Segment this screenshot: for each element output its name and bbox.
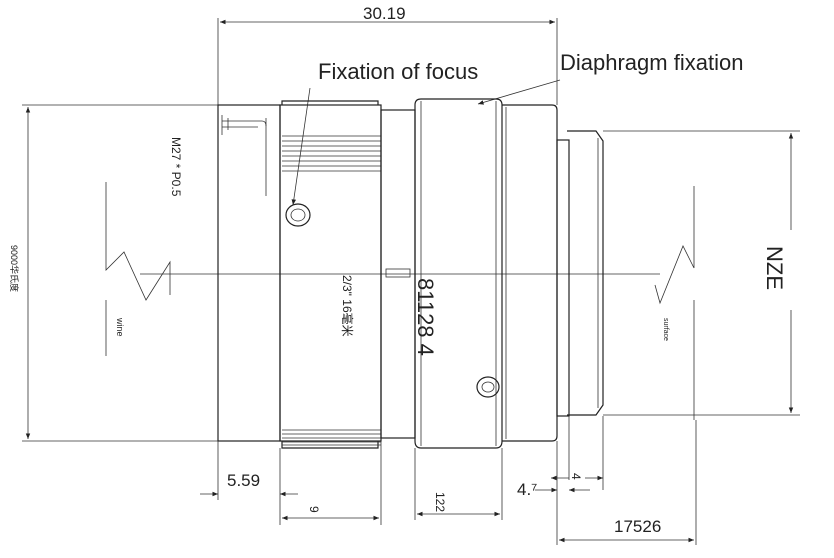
wine-label: wine <box>115 317 125 337</box>
dim-122-label: 122 <box>433 492 447 512</box>
focus-ring-knurling <box>282 135 381 446</box>
dimension-height-left: 9000华氏度 <box>9 104 220 442</box>
diaphragm-fixation-label: Diaphragm fixation <box>560 50 743 75</box>
dimension-overall-label: 30.19 <box>363 4 406 23</box>
dim-4-1-label: 4.⁷ <box>517 480 537 499</box>
side-left-label: 9000华氏度 <box>9 245 20 292</box>
dim-17526-label: 17526 <box>614 517 661 536</box>
thread-label: M27 * P0.5 <box>169 137 183 197</box>
fixation-focus-leader <box>291 87 311 206</box>
diaphragm-fixation-leader <box>477 79 561 105</box>
surface-label: surface <box>662 318 669 341</box>
break-symbol-right <box>654 186 695 305</box>
part-number-label: 81128 4 <box>413 278 438 356</box>
fixation-focus-label: Fixation of focus <box>318 59 478 84</box>
center-text-label: 2/3" 16毫米 <box>340 275 355 337</box>
focus-screw-hole <box>285 203 311 227</box>
dimension-height-right <box>603 130 800 416</box>
diaphragm-screw-hole <box>476 376 500 398</box>
dim-9-label: 9 <box>307 506 321 513</box>
break-symbol-left <box>105 182 171 301</box>
dimension-overall-length: 30.19 <box>217 4 558 105</box>
dimension-bottom: 5.59 9 122 4.⁷ 4 17526 <box>200 416 697 545</box>
brand-label: NZE <box>762 246 787 290</box>
dim-5-59-label: 5.59 <box>227 471 260 490</box>
lens-body <box>217 98 604 449</box>
dim-4-label: 4 <box>569 473 583 480</box>
